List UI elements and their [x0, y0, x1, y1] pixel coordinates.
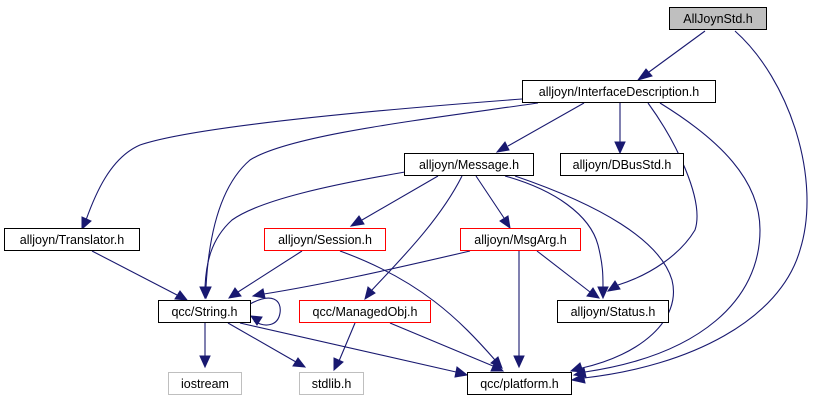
arrowhead — [586, 287, 600, 299]
arrowhead — [513, 355, 525, 369]
arrowhead — [81, 216, 92, 231]
node-translator[interactable]: alljoyn/Translator.h — [4, 228, 140, 251]
node-qcc-string[interactable]: qcc/String.h — [158, 300, 251, 323]
node-status[interactable]: alljoyn/Status.h — [557, 300, 669, 323]
edge-message-to-platform — [514, 175, 674, 369]
arrowhead — [614, 141, 626, 155]
arrowhead — [569, 362, 584, 373]
node-session[interactable]: alljoyn/Session.h — [264, 228, 386, 251]
node-label: alljoyn/Translator.h — [19, 232, 125, 247]
arrowhead — [636, 68, 653, 81]
edge-interface-description-to-status — [617, 102, 698, 286]
node-dbus-std[interactable]: alljoyn/DBusStd.h — [560, 153, 684, 176]
arrowhead — [364, 286, 376, 301]
node-message[interactable]: alljoyn/Message.h — [404, 153, 534, 176]
arrowhead — [199, 355, 211, 369]
arrowhead — [251, 288, 266, 299]
arrowhead — [495, 141, 510, 153]
arrowhead — [174, 290, 189, 301]
edge-interface-description-to-string — [205, 102, 539, 288]
arrowhead — [228, 287, 242, 299]
node-alljoyn-std: AllJoynStd.h — [669, 7, 767, 30]
edge-string-to-stdlib — [227, 322, 297, 363]
arrowhead — [199, 286, 211, 300]
edge-interface-description-to-message — [507, 102, 585, 147]
edge-alljoyn-std-to-interface-description — [648, 30, 706, 73]
edge-message-to-msg-arg — [475, 175, 505, 219]
edge-session-to-platform — [339, 250, 496, 361]
node-label: alljoyn/Message.h — [418, 157, 520, 172]
arrowhead — [349, 215, 365, 227]
edge-translator-to-string — [91, 250, 178, 296]
edge-msg-arg-to-status — [536, 250, 591, 293]
node-label: qcc/platform.h — [480, 376, 559, 391]
node-label: alljoyn/MsgArg.h — [474, 232, 567, 247]
edge-message-to-session — [361, 175, 439, 221]
node-label: stdlib.h — [311, 376, 352, 391]
edge-session-to-string — [237, 250, 303, 293]
arrowhead — [606, 280, 621, 292]
edge-message-to-string — [204, 171, 406, 288]
node-stdlib: stdlib.h — [299, 372, 364, 395]
edge-msg-arg-to-string — [263, 250, 471, 295]
arrowhead — [499, 215, 511, 230]
arrowhead — [454, 366, 469, 378]
edge-string-to-string — [249, 297, 281, 326]
edge-managed-obj-to-stdlib — [338, 322, 356, 362]
node-interface-description[interactable]: alljoyn/InterfaceDescription.h — [522, 80, 716, 103]
edge-interface-description-to-translator — [85, 98, 523, 221]
arrowhead — [250, 315, 263, 326]
node-label: alljoyn/Status.h — [570, 304, 656, 319]
arrowhead — [292, 357, 307, 368]
arrowhead — [597, 286, 609, 300]
node-label: qcc/String.h — [171, 304, 238, 319]
edge-interface-description-to-platform — [584, 102, 761, 373]
edge-string-to-platform — [239, 322, 457, 373]
edge-managed-obj-to-platform — [389, 322, 494, 367]
node-label: alljoyn/Session.h — [278, 232, 372, 247]
node-label: alljoyn/InterfaceDescription.h — [538, 84, 700, 99]
edge-alljoyn-std-to-platform — [583, 30, 808, 379]
node-label: iostream — [181, 376, 229, 391]
node-label: alljoyn/DBusStd.h — [572, 157, 672, 172]
edge-message-to-managed-obj — [371, 175, 463, 291]
arrowhead — [333, 357, 344, 372]
arrowhead — [490, 361, 505, 372]
node-iostream: iostream — [168, 372, 242, 395]
node-label: qcc/ManagedObj.h — [312, 304, 418, 319]
edge-message-to-status — [504, 175, 604, 288]
node-label: AllJoynStd.h — [683, 11, 753, 26]
node-managed-obj[interactable]: qcc/ManagedObj.h — [299, 300, 431, 323]
node-msg-arg[interactable]: alljoyn/MsgArg.h — [460, 228, 581, 251]
node-platform[interactable]: qcc/platform.h — [467, 372, 572, 395]
